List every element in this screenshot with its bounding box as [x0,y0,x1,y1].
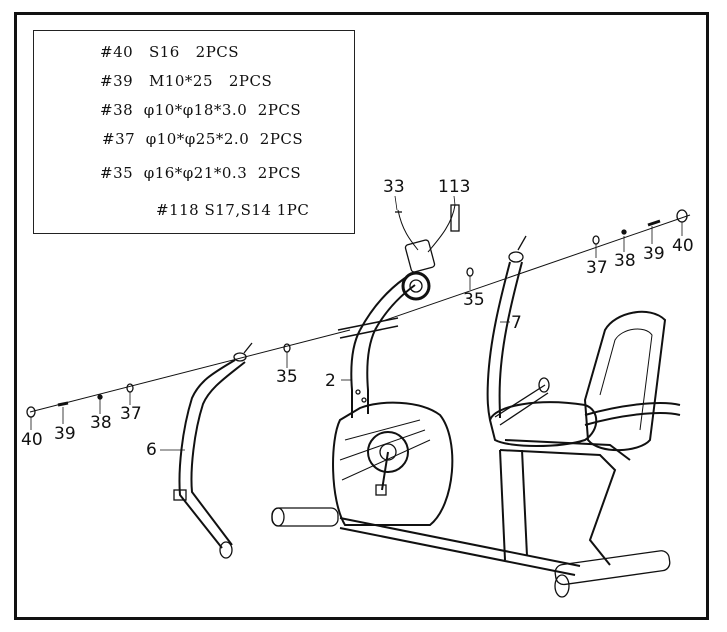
part-35-left-icon [283,343,291,353]
part-35-right-icon [466,267,474,277]
callout-33: 33 [383,177,405,197]
callout-113: 113 [438,177,471,197]
parts-row-38: #38 φ10*φ18*3.0 2PCS [100,101,301,119]
callout-40-left: 40 [21,430,43,450]
part-qty: 2PCS [257,101,302,119]
rear-handlebar [584,402,681,416]
backrest [583,310,667,452]
wire-113 [427,204,456,253]
callout-39-left: 39 [54,424,76,444]
callout-37-left: 37 [120,404,142,424]
parts-row-40: #40 S16 2PCS [100,43,239,61]
main-post-2 [350,329,361,418]
callout-2: 2 [325,371,336,391]
callout-38-left: 38 [90,413,112,433]
left-handle-arm-6 [178,359,236,549]
part-qty: 2PCS [259,130,304,148]
part-id: #37 [102,130,136,148]
part-39-left-icon [57,401,69,407]
part-desc: M10*25 [148,72,214,90]
callout-7: 7 [511,313,522,333]
part-desc: S17,S14 [204,201,272,219]
part-desc: φ16*φ21*0.3 [143,164,248,182]
callout-38-right: 38 [614,251,636,271]
part-id: #35 [100,164,134,182]
part-38-left-icon [97,394,103,400]
seat-rail [499,449,617,566]
part-id: #39 [100,72,134,90]
parts-row-37: #37 φ10*φ25*2.0 2PCS [102,130,303,148]
part-qty: 2PCS [228,72,273,90]
callout-40-right: 40 [672,236,694,256]
part-qty: 2PCS [257,164,302,182]
console-knob [401,271,431,301]
part-qty: 1PC [276,201,310,219]
part-qty: 2PCS [195,43,240,61]
console-bracket [404,239,436,273]
callout-39-right: 39 [643,244,665,264]
callout-6: 6 [146,440,157,460]
parts-row-35: #35 φ16*φ21*0.3 2PCS [100,164,301,182]
callout-35-right: 35 [463,290,485,310]
part-37-left-icon [126,383,134,393]
parts-row-39: #39 M10*25 2PCS [100,72,272,90]
connector-113 [450,204,460,232]
part-37-right-icon [592,235,600,245]
parts-list-box: #40 S16 2PCS #39 M10*25 2PCS #38 φ10*φ18… [33,30,355,234]
part-39-right-icon [647,219,661,227]
part-id: #118 [156,201,200,219]
base-rail [339,517,581,567]
left-handle-pivot [219,541,233,559]
part-38-right-icon [621,229,627,235]
part-desc: φ10*φ18*3.0 [143,101,248,119]
rear-stabilizer [554,550,671,586]
right-handle-arm-7 [486,261,511,421]
flywheel-hub [367,431,409,473]
left-axle-line [29,329,351,413]
seat-cushion [488,401,598,447]
crank-arm [381,451,389,491]
callout-37-right: 37 [586,258,608,278]
parts-row-118: #118 S17,S14 1PC [156,201,309,219]
flywheel-housing [332,401,454,526]
part-40-right-icon [676,209,688,223]
part-id: #40 [100,43,134,61]
right-axle-line [379,214,691,323]
part-desc: φ10*φ25*2.0 [145,130,250,148]
part-desc: S16 [148,43,180,61]
callout-35-left: 35 [276,367,298,387]
wire-33 [397,209,419,251]
diagram-frame [14,12,709,620]
part-id: #38 [100,101,134,119]
